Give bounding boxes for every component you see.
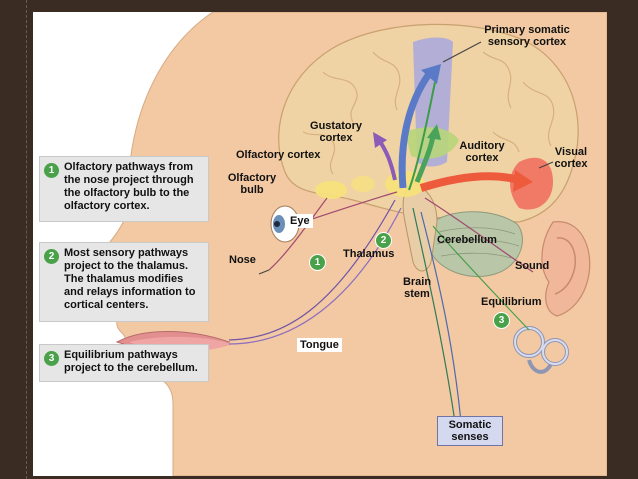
label-primary-somatic-cortex: Primary somatic sensory cortex [484, 24, 570, 48]
badge-two: 2 [375, 232, 392, 249]
olfactory-bulb-region [315, 181, 347, 199]
label-cerebellum: Cerebellum [437, 234, 497, 246]
green-pathway-arrow [408, 81, 436, 191]
somatic-nerve-2 [420, 211, 462, 423]
callout-thalamus: 2 Most sensory pathways project to the t… [39, 242, 209, 322]
callout-olfactory: 1 Olfactory pathways from the nose proje… [39, 156, 209, 222]
label-visual-cortex: Visual cortex [554, 146, 588, 170]
label-leader-nose [258, 269, 270, 275]
tongue-nerve [228, 199, 396, 341]
label-tongue: Tongue [297, 338, 342, 352]
callout-number: 1 [44, 163, 59, 178]
sensory-pathways-illustration [96, 12, 607, 476]
label-somatic-senses: Somatic senses [437, 416, 503, 446]
equilibrium-nerve [432, 225, 530, 331]
label-leader-visual [538, 161, 554, 169]
brain-stem [402, 181, 438, 272]
label-gustatory-cortex: Gustatory cortex [310, 120, 362, 144]
label-nose: Nose [229, 254, 256, 266]
visual-cortex-region [510, 157, 553, 210]
label-olfactory-cortex: Olfactory cortex [236, 149, 321, 161]
callout-text: Equilibrium pathways project to the cere… [64, 349, 198, 374]
label-auditory-cortex: Auditory cortex [459, 140, 505, 164]
ear [541, 221, 591, 317]
somatic-nerve [412, 207, 456, 423]
badge-one: 1 [309, 254, 326, 271]
visual-arrow [419, 172, 521, 192]
slide-frame-line [26, 0, 27, 479]
label-leader-somatic [442, 41, 482, 63]
badge-three: 3 [493, 312, 510, 329]
slide: 1 Olfactory pathways from the nose proje… [33, 12, 607, 476]
label-brain-stem: Brain stem [402, 276, 432, 300]
callout-text: Most sensory pathways project to the tha… [64, 247, 196, 311]
somatic-arrow [398, 71, 432, 189]
label-sound: Sound [515, 260, 550, 272]
ear-nerve [424, 197, 534, 273]
callout-number: 2 [44, 249, 59, 264]
auditory-arrow [414, 135, 436, 183]
callout-number: 3 [44, 351, 59, 366]
callout-equilibrium: 3 Equilibrium pathways project to the ce… [39, 344, 209, 382]
olfactory-nerve [268, 197, 328, 271]
label-thalamus: Thalamus [343, 248, 395, 260]
label-olfactory-bulb: Olfactory bulb [227, 172, 277, 196]
label-equilibrium: Equilibrium [481, 296, 542, 308]
callout-text: Olfactory pathways from the nose project… [64, 161, 194, 212]
label-eye: Eye [287, 214, 313, 228]
